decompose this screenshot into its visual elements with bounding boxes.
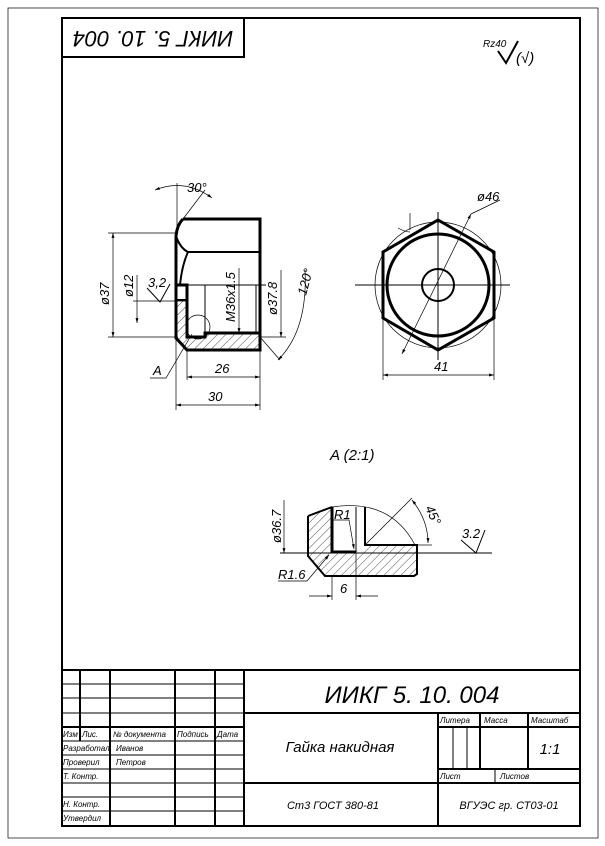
rotated-designation-stamp: ИИКГ 5. 10. 004 (61, 17, 245, 58)
svg-text:Иванов: Иванов (116, 744, 143, 753)
svg-text:120°: 120° (294, 267, 315, 297)
svg-text:R1: R1 (334, 507, 351, 522)
designation-text: ИИКГ 5. 10. 004 (325, 682, 500, 709)
title-block: Изм Лис. № документа Подпись Дата Разраб… (62, 669, 580, 826)
svg-text:Петров: Петров (116, 758, 146, 767)
svg-text:Литера: Литера (439, 716, 470, 725)
drawing-frame (61, 17, 581, 827)
part-name: Гайка накидная (286, 739, 395, 756)
svg-text:A (2:1): A (2:1) (329, 447, 374, 464)
svg-text:Rz40: Rz40 (483, 39, 507, 50)
end-view: ø46 41 (355, 189, 510, 380)
roughness-symbol: Rz40 (√) (483, 39, 534, 67)
scale-value: 1:1 (540, 741, 561, 758)
svg-text:Разработал: Разработал (63, 744, 110, 753)
svg-text:Утвердил: Утвердил (62, 814, 102, 823)
svg-text:41: 41 (434, 359, 448, 374)
svg-text:26: 26 (214, 361, 230, 376)
svg-text:30°: 30° (187, 180, 207, 195)
svg-text:30: 30 (208, 389, 223, 404)
svg-text:Подпись: Подпись (177, 730, 209, 739)
svg-text:Н. Контр.: Н. Контр. (63, 800, 100, 809)
svg-text:ø37.8: ø37.8 (265, 281, 280, 315)
svg-text:Изм: Изм (63, 730, 78, 739)
svg-text:Т. Контр.: Т. Контр. (63, 772, 98, 781)
svg-text:Масса: Масса (484, 716, 508, 725)
svg-text:ø37: ø37 (97, 282, 112, 305)
svg-text:45°: 45° (422, 503, 444, 527)
svg-text:Лист: Лист (439, 772, 461, 781)
svg-text:R1.6: R1.6 (278, 567, 306, 582)
outer-trim-line (7, 7, 599, 839)
svg-text:A: A (152, 363, 162, 378)
front-section-view: ø37 ø12 3,2 M36x1.5 ø37.8 120° 30° 26 30… (97, 180, 316, 410)
svg-text:Лис.: Лис. (81, 730, 98, 739)
svg-text:ø12: ø12 (121, 274, 136, 297)
svg-text:3.2: 3.2 (462, 526, 481, 541)
svg-text:ИИКГ 5. 10. 004: ИИКГ 5. 10. 004 (73, 26, 233, 51)
detail-a-view: A (2:1) ø36.7 R1 45° 3.2 R1.6 6 (269, 447, 492, 600)
organization: ВГУЭС гр. СТ03-01 (459, 800, 558, 812)
svg-text:Дата: Дата (216, 730, 239, 739)
svg-text:№ документа: № документа (113, 730, 166, 739)
svg-text:ø36.7: ø36.7 (269, 509, 284, 543)
material: Ст3 ГОСТ 380-81 (287, 800, 379, 812)
svg-text:3,2: 3,2 (148, 275, 167, 290)
svg-text:6: 6 (340, 581, 348, 596)
svg-text:(√): (√) (516, 50, 534, 67)
svg-text:Проверил: Проверил (63, 758, 100, 767)
svg-text:M36x1.5: M36x1.5 (223, 271, 238, 322)
svg-text:ø46: ø46 (477, 189, 500, 204)
svg-text:Масштаб: Масштаб (531, 716, 569, 725)
svg-text:Листов: Листов (499, 772, 529, 781)
